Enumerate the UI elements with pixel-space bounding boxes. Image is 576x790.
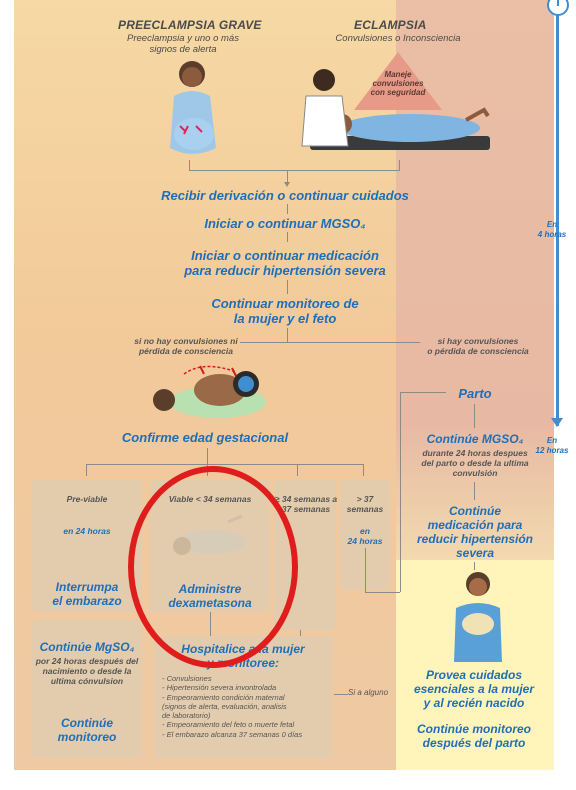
pregnant-woman-icon <box>160 56 230 162</box>
previable-label: Pre-viable <box>32 494 142 504</box>
delivery-step: Parto <box>420 386 530 401</box>
eclampsia-subtitle: Convulsiones o Inconsciencia <box>328 33 468 44</box>
eclampsia-title: ECLAMPSIA <box>354 18 426 32</box>
highlight-circle <box>128 466 298 668</box>
timeline-arrow-icon <box>551 418 563 427</box>
eclampsia-scene-icon <box>290 66 500 162</box>
timeline-bar <box>556 6 559 426</box>
step-receive-referral: Recibir derivación o continuar cuidados <box>120 188 450 203</box>
previable-time: en 24 horas <box>32 526 142 536</box>
continue-mgso4-postpartum: Continúe MGSO₄ <box>410 432 540 446</box>
preeclampsia-title: PREECLAMPSIA GRAVE <box>118 18 262 32</box>
if-any-label: Si a alguno <box>348 688 398 698</box>
abdominal-exam-icon <box>140 360 280 422</box>
clock-icon <box>547 0 569 16</box>
continue-mgso4-previable: Continúe MgSO₄ <box>32 640 142 654</box>
step-mgso4: Iniciar o continuar MGSO₄ <box>160 216 410 231</box>
hospitalize-monitor-list: - Convulsiones- Hipertensión severa invo… <box>162 674 332 739</box>
mother-newborn-icon <box>448 568 508 666</box>
confirm-gestational-age: Confirme edad gestacional <box>110 430 300 445</box>
